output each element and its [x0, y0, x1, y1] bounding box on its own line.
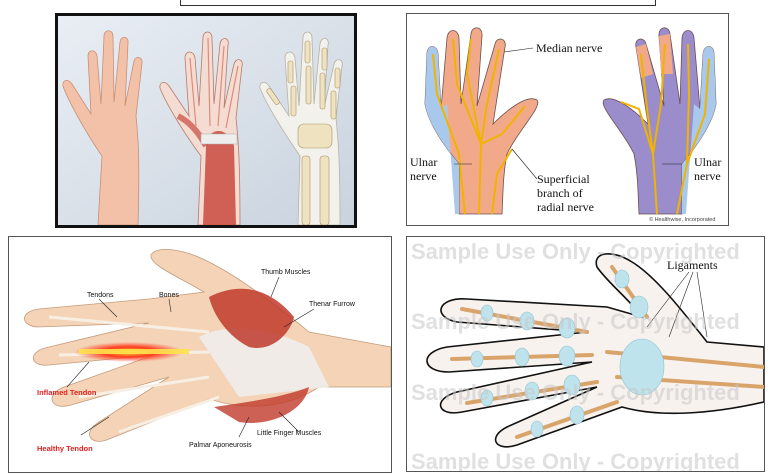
label-little-finger-muscles: Little Finger Muscles [257, 430, 322, 437]
label-superficial-2: branch of [537, 186, 583, 200]
copyright-notice: © Healthwise, Incorporated [649, 216, 715, 223]
hand-outline [426, 253, 764, 448]
skeleton-hand [259, 31, 343, 225]
label-thumb-muscles: Thumb Muscles [261, 269, 311, 276]
watermark-bottom: Sample Use Only - Copyrighted [411, 449, 740, 471]
muscle-hand [159, 31, 243, 225]
label-ulnar-nerve-right-2: nerve [694, 169, 721, 183]
label-thenar-furrow: Thenar Furrow [309, 301, 356, 308]
label-median-nerve: Median nerve [536, 41, 602, 55]
watermark-top: Sample Use Only - Copyrighted [411, 239, 740, 264]
hand-nerves-diagram: Median nerve Ulnar nerve Superficial bra… [406, 13, 729, 226]
label-healthy-tendon: Healthy Tendon [37, 444, 93, 453]
hand-ligaments-illustration: Ligaments Sample Use Only - Copyrighted … [406, 236, 765, 472]
label-superficial-1: Superficial [537, 172, 590, 186]
label-superficial-3: radial nerve [537, 200, 594, 214]
tendon-anatomy-illustration: Tendons Bones Thumb Muscles Thenar Furro… [8, 236, 392, 473]
hand-shape [24, 249, 391, 442]
label-bones: Bones [159, 292, 179, 299]
right-hand-back [602, 27, 717, 215]
label-palmar-aponeurosis: Palmar Aponeurosis [189, 442, 252, 449]
label-ulnar-nerve-left-2: nerve [410, 169, 437, 183]
top-frame-edge [180, 0, 656, 6]
watermark-lower: Sample Use Only - Copyrighted [411, 380, 740, 405]
label-ulnar-nerve-left-1: Ulnar [410, 155, 437, 169]
hand-layers-illustration [55, 13, 357, 228]
label-inflamed-tendon: Inflamed Tendon [37, 388, 97, 397]
watermark-middle: Sample Use Only - Copyrighted [411, 309, 740, 334]
label-ulnar-nerve-right-1: Ulnar [694, 155, 721, 169]
label-ligaments: Ligaments [667, 258, 718, 272]
skin-hand [62, 30, 143, 225]
left-hand-palm [424, 27, 539, 215]
label-tendons: Tendons [87, 292, 114, 299]
